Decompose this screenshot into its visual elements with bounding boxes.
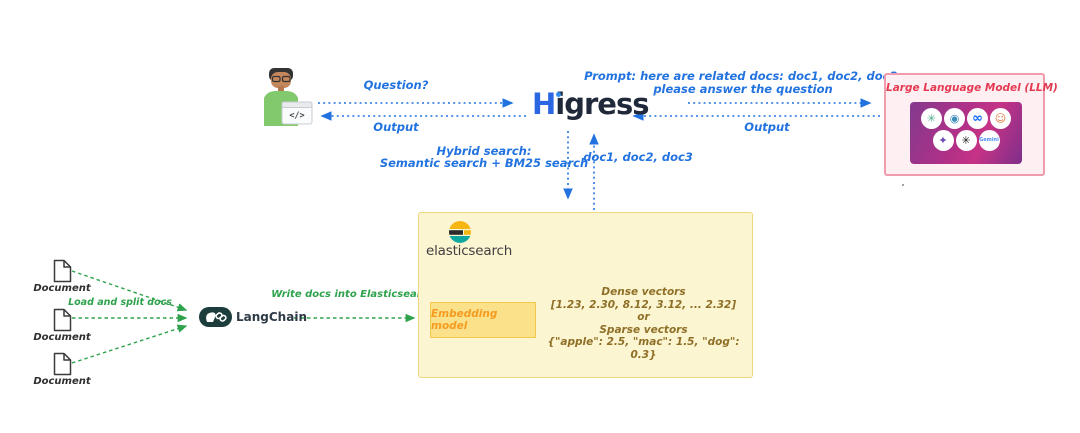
hybrid-search-label-line2: Semantic search + BM25 search <box>379 156 589 170</box>
vectors-line-sparse: Sparse vectors <box>599 323 688 336</box>
langchain-parrot-chain-icon <box>205 312 227 322</box>
gemini-icon: Gemini <box>978 130 1000 151</box>
document-label: Document <box>33 332 91 343</box>
user-glasses-left <box>271 75 281 83</box>
llm-providers-image: ✳ ◉ ∞ ☺ ✦ ✳ Gemini <box>910 102 1022 164</box>
elasticsearch-icon <box>449 221 471 243</box>
llm-box: Large Language Model (LLM) ✳ ◉ ∞ ☺ ✦ ✳ G… <box>884 73 1058 176</box>
elasticsearch-brand: elasticsearch <box>426 243 513 259</box>
prompt-label-line1: Prompt: here are related docs: doc1, doc… <box>584 69 902 83</box>
higress-logo: Higress <box>532 87 649 121</box>
vectors-line-dense: Dense vectors <box>601 286 686 298</box>
llm-logo-row-1: ✳ ◉ ∞ ☺ <box>910 108 1022 129</box>
arrow-doc3-to-langchain <box>71 324 188 364</box>
embedding-model-label: Embedding model <box>431 308 498 332</box>
higress-logo-h: H <box>532 87 556 121</box>
higress-i-dot <box>556 92 561 97</box>
question-label: Question? <box>363 78 429 92</box>
bing-icon: ◉ <box>944 108 965 129</box>
openai-black-glyph: ✳ <box>961 134 971 147</box>
tongyi-glyph: ✦ <box>938 134 948 147</box>
openai-green-icon: ✳ <box>921 108 942 129</box>
vectors-line-dense-values: [1.23, 2.30, 8.12, 3.12, ... 2.32] <box>550 298 737 311</box>
vectors-line-or: or <box>637 311 650 323</box>
stray-dot <box>902 184 904 186</box>
document-icon <box>53 259 72 283</box>
hybrid-search-label-line1: Hybrid search: <box>436 144 532 158</box>
vectors-line-sparse-values: {"apple": 2.5, "mac": 1.5, "dog": 0.3} <box>547 336 740 361</box>
meta-icon: ∞ <box>967 108 988 129</box>
prompt-label-line2: please answer the question <box>653 82 833 96</box>
openai-black-icon: ✳ <box>955 130 977 151</box>
higress-logo-rest: igress <box>555 87 649 121</box>
langchain-icon <box>199 307 232 327</box>
llm-logo-row-2: ✦ ✳ Gemini <box>910 130 1022 151</box>
user-neck <box>278 86 284 92</box>
user-glasses-right <box>281 75 291 83</box>
document-3: Document <box>33 352 91 387</box>
meta-glyph: ∞ <box>972 111 983 126</box>
ai-head-icon: ☺ <box>990 108 1011 129</box>
document-1: Document <box>33 259 91 294</box>
output-left-label: Output <box>373 120 419 134</box>
document-icon <box>53 352 72 376</box>
user-developer-icon: </> <box>264 68 313 126</box>
user-code-window: </> <box>281 101 313 125</box>
langchain-label: LangChain <box>236 310 307 324</box>
document-icon <box>53 308 72 332</box>
elasticsearch-box: elasticsearch Embedding model Dense vect… <box>418 212 753 378</box>
gemini-glyph: Gemini <box>979 137 999 143</box>
load-split-label: Load and split docs <box>68 297 172 308</box>
bing-glyph: ◉ <box>949 112 960 125</box>
docs-returned-label: doc1, doc2, doc3 <box>583 150 693 164</box>
code-icon: </> <box>289 111 304 121</box>
write-docs-label: Write docs into Elasticsearch <box>271 289 435 300</box>
tongyi-icon: ✦ <box>932 130 954 151</box>
output-right-label: Output <box>744 120 790 134</box>
document-2: Document <box>33 308 91 343</box>
arrow-doc1-to-langchain <box>71 270 188 312</box>
document-label: Document <box>33 283 91 294</box>
embedding-model-box: Embedding model <box>430 302 536 338</box>
vectors-text: Dense vectors [1.23, 2.30, 8.12, 3.12, .… <box>541 286 746 361</box>
document-label: Document <box>33 376 91 387</box>
user-face <box>271 72 291 88</box>
llm-box-title: Large Language Model (LLM) <box>886 82 1058 94</box>
ai-head-glyph: ☺ <box>994 112 1007 125</box>
openai-green-glyph: ✳ <box>926 112 937 125</box>
